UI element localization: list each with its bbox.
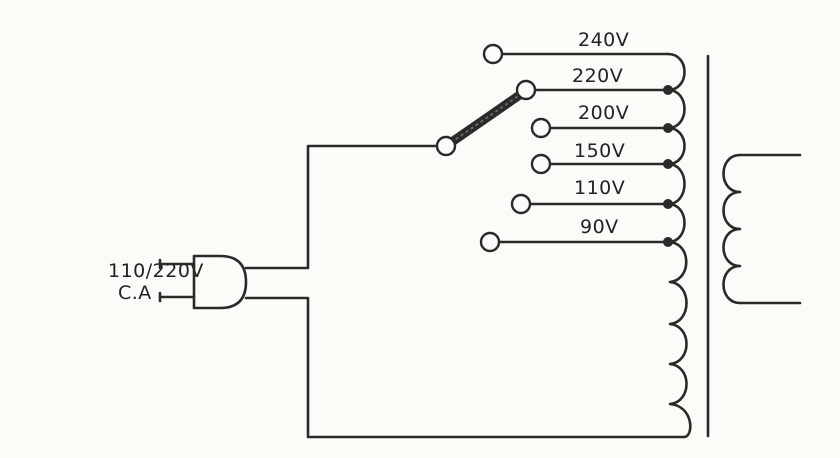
switch-lever-hatch: [445, 91, 525, 147]
terminal-240: [482, 43, 504, 65]
plug-prongs: [158, 262, 196, 299]
tap-dot-220: [663, 85, 673, 95]
tap-label-240: 240V: [578, 29, 629, 51]
input-label-ac: C.A: [118, 282, 152, 304]
tap-label-110: 110V: [574, 177, 625, 199]
terminal-150: [530, 153, 552, 175]
terminal-110: [510, 193, 532, 215]
tap-dot-90: [663, 237, 673, 247]
wire-to-switch: [244, 144, 448, 270]
tap-label-90: 90V: [580, 216, 619, 238]
tap-dot-150: [663, 159, 673, 169]
tap-dot-110: [663, 199, 673, 209]
switch-pivot-terminal: [435, 135, 457, 157]
tap-label-220: 220V: [572, 65, 623, 87]
wire-return: [244, 296, 686, 439]
terminal-90: [479, 231, 501, 253]
terminal-220: [515, 79, 537, 101]
secondary-winding: [722, 153, 742, 305]
tap-label-150: 150V: [574, 140, 625, 162]
plug-icon: [192, 254, 248, 310]
tap-dot-200: [663, 123, 673, 133]
input-label-voltage: 110/220V: [108, 260, 204, 282]
tap-label-200: 200V: [578, 102, 629, 124]
terminal-200: [530, 117, 552, 139]
